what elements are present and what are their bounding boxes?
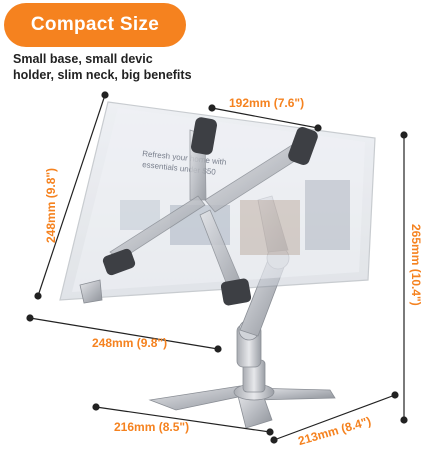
dim-top-width: 192mm (7.6") [229, 96, 305, 110]
dim-arm-width: 248mm (9.8") [92, 336, 168, 350]
dim-tablet-height: 248mm (9.8") [44, 167, 58, 243]
stand-base [148, 359, 336, 429]
feature-subtitle: Small base, small devic holder, slim nec… [13, 51, 243, 83]
dim-total-height: 265mm (10.4") [409, 224, 423, 306]
subtitle-line-2: holder, slim neck, big benefits [13, 68, 192, 82]
dim-base-width: 216mm (8.5") [114, 420, 190, 434]
compact-size-badge: Compact Size [4, 3, 186, 47]
subtitle-line-1: Small base, small devic [13, 52, 153, 66]
dimension-lines [26, 91, 408, 444]
device-holder [79, 117, 318, 306]
